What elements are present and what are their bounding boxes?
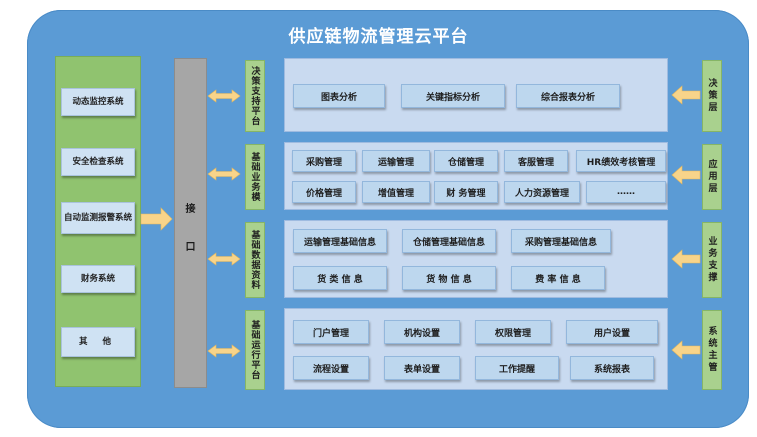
label-decision-support-platform: 决策支持平台: [245, 60, 265, 132]
label-basic-data: 基础数据资料: [245, 222, 265, 298]
system-auto-alarm: 自动监测报警系统: [61, 202, 135, 234]
chip-warehouse-basic-info: 仓储管理基础信息: [402, 229, 496, 253]
chip-cargo-category-info: 货 类 信 息: [293, 266, 387, 290]
chip-procurement: 采购管理: [292, 150, 356, 172]
layer-business-support: 业务支撑: [702, 222, 722, 298]
chip-system-reports: 系统报表: [570, 356, 654, 380]
chip-work-reminder: 工作提醒: [475, 356, 559, 380]
layer-application: 应用层: [702, 144, 722, 210]
arrow-right-row-3: [671, 249, 701, 269]
chip-report-analysis: 综合报表分析: [516, 84, 620, 108]
diagram-title: 供应链物流管理云平台: [288, 27, 469, 47]
interface-label-char-2: 口: [185, 242, 196, 253]
interface-bar: [174, 58, 207, 388]
chip-hr-performance: HR绩效考核管理: [576, 150, 666, 172]
system-safety-inspection: 安全检查系统: [61, 148, 135, 176]
label-basic-business-module: 基础业务模: [245, 144, 265, 210]
double-arrow-row-1: [207, 89, 241, 103]
system-other: 其 他: [61, 327, 135, 357]
chip-portal-management: 门户管理: [293, 320, 369, 344]
chip-rate-info: 费 率 信 息: [511, 266, 605, 290]
double-arrow-row-3: [207, 252, 241, 266]
chip-finance: 财 务管理: [434, 181, 498, 203]
chip-ellipsis: ……: [586, 181, 666, 203]
chip-goods-info: 货 物 信 息: [402, 266, 496, 290]
chip-value-added: 增值管理: [362, 181, 430, 203]
system-finance: 财务系统: [61, 265, 135, 293]
chip-organization-settings: 机构设置: [384, 320, 460, 344]
chip-warehouse: 仓储管理: [434, 150, 498, 172]
chip-transport-basic-info: 运输管理基础信息: [293, 229, 387, 253]
layer-decision: 决策层: [702, 60, 722, 132]
chip-pricing: 价格管理: [292, 181, 356, 203]
chip-human-resources: 人力资源管理: [504, 181, 580, 203]
chip-customer-service: 客服管理: [504, 150, 568, 172]
chip-user-settings: 用户设置: [566, 320, 658, 344]
arrow-right-row-4: [671, 340, 701, 360]
chip-workflow-settings: 流程设置: [293, 356, 369, 380]
system-dynamic-monitoring: 动态监控系统: [61, 88, 135, 116]
chip-transport: 运输管理: [362, 150, 430, 172]
chip-form-settings: 表单设置: [384, 356, 460, 380]
double-arrow-row-4: [207, 344, 241, 358]
double-arrow-row-2: [207, 167, 241, 181]
arrow-right-row-2: [671, 165, 701, 185]
chip-procurement-basic-info: 采购管理基础信息: [511, 229, 611, 253]
layer-system-admin: 系统主管: [702, 310, 722, 390]
arrow-systems-to-interface: [140, 207, 173, 231]
label-basic-runtime-platform: 基础运行平台: [245, 310, 265, 390]
chip-permission-management: 权限管理: [475, 320, 551, 344]
arrow-right-row-1: [671, 85, 701, 105]
chip-key-indicator-analysis: 关键指标分析: [401, 84, 505, 108]
chip-chart-analysis: 图表分析: [293, 84, 385, 108]
interface-label-char-1: 接: [185, 204, 196, 215]
